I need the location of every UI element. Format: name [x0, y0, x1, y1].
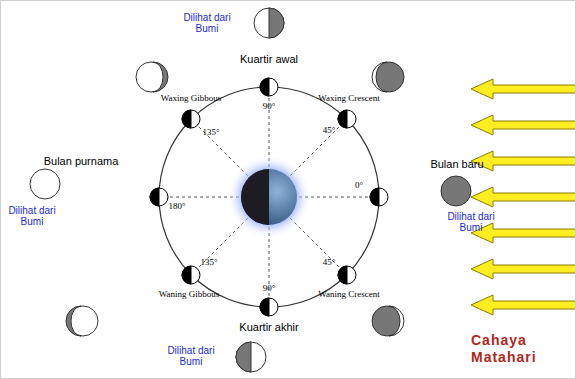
angle-label: 45° — [314, 258, 344, 268]
earth-glow — [227, 155, 311, 239]
phase-name: Bulan purnama — [31, 155, 131, 167]
angle-label: 135° — [194, 258, 224, 268]
view-caption: Dilihat dari Bumi — [179, 12, 235, 34]
phase-name: Waxing Gibbous — [146, 94, 236, 104]
view-caption: Dilihat dari Bumi — [163, 345, 219, 367]
orbit-moons — [150, 78, 388, 316]
phase-name: Kuartir awal — [224, 53, 314, 65]
moon-views — [30, 8, 471, 372]
angle-label: 135° — [196, 128, 226, 138]
angle-label: 0° — [347, 181, 371, 191]
earth-night — [241, 169, 269, 225]
phase-name: Kuartir akhir — [224, 321, 314, 333]
sunlight-arrows — [471, 79, 576, 315]
phase-name: Waxing Crescent — [301, 94, 397, 104]
orbit — [159, 87, 379, 307]
angle-label: 90° — [254, 102, 284, 112]
phase-name: Waning Gibbous — [144, 290, 234, 300]
phase-name: Waning Crescent — [301, 290, 397, 300]
angle-label: 180° — [162, 202, 192, 212]
angle-label: 45° — [314, 126, 344, 136]
view-caption: Dilihat dari Bumi — [4, 205, 60, 227]
dashed-radii — [168, 96, 370, 298]
angle-label: 90° — [254, 284, 284, 294]
sunlight-caption: Cahaya Matahari — [471, 332, 571, 367]
phase-name: Bulan baru — [417, 158, 497, 170]
earth — [241, 169, 297, 225]
view-caption: Dilihat dari Bumi — [443, 211, 499, 233]
